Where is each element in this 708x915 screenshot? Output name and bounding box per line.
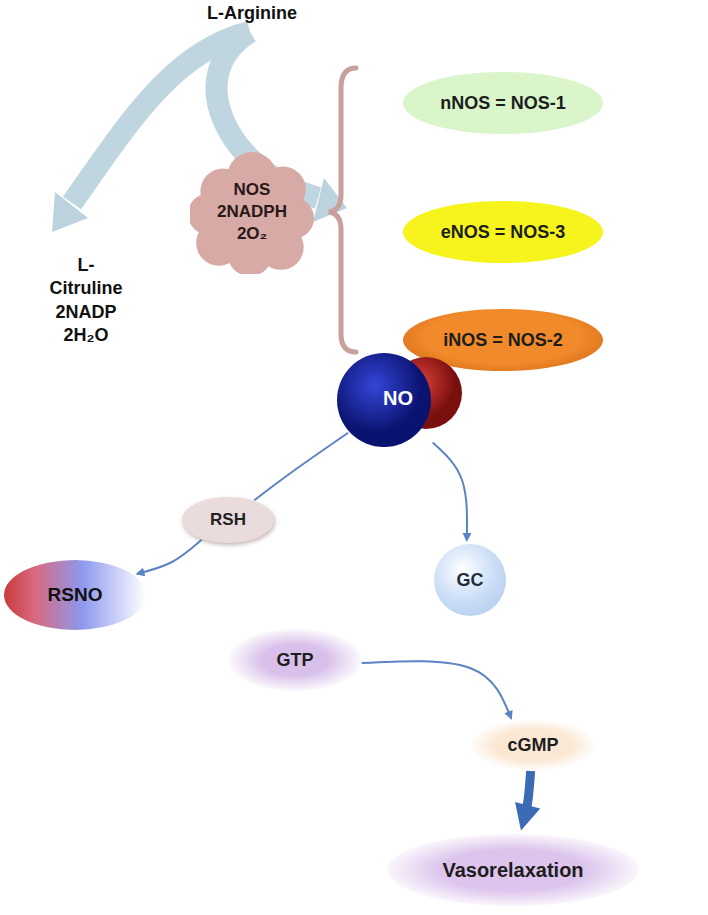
substrate-label: L-Arginine — [207, 2, 297, 25]
citrulline-arrowhead — [52, 192, 88, 232]
node-text: RSNO — [48, 584, 103, 606]
messenger-ellipse: cGMP — [472, 720, 594, 770]
substrate-ellipse: GTP — [229, 629, 361, 691]
node-text: NO — [383, 387, 413, 410]
product-ellipse: RSNO — [4, 560, 146, 630]
enzyme-circle: GC — [434, 544, 506, 616]
isoform-ellipse: nNOS = NOS-1 — [403, 72, 603, 134]
node-text: iNOS = NOS-2 — [443, 330, 563, 351]
node-text: NOS 2NADPH 2O₂ — [217, 179, 287, 245]
node-text: GC — [457, 570, 484, 591]
node-text: RSH — [210, 510, 246, 530]
pathway-arrow — [254, 433, 348, 501]
node-text: cGMP — [507, 735, 558, 756]
outcome-ellipse: Vasorelaxation — [387, 834, 639, 906]
block-arrow — [524, 771, 531, 820]
pathway-arrow — [362, 661, 511, 718]
node-text: GTP — [276, 650, 313, 671]
reaction-cloud: NOS 2NADPH 2O₂ — [190, 150, 314, 274]
byproduct-label: L-Citruline 2NADP 2H₂O — [50, 254, 123, 348]
isoform-ellipse: eNOS = NOS-3 — [403, 201, 603, 263]
molecule-sphere: NO — [332, 347, 464, 449]
pathway-arrow — [137, 540, 201, 574]
thiol-ellipse: RSH — [182, 497, 274, 543]
node-text: eNOS = NOS-3 — [441, 222, 566, 243]
pathway-arrow — [433, 442, 467, 540]
node-text: Vasorelaxation — [442, 859, 583, 882]
isoform-bracket — [329, 68, 356, 352]
node-text: nNOS = NOS-1 — [440, 93, 566, 114]
